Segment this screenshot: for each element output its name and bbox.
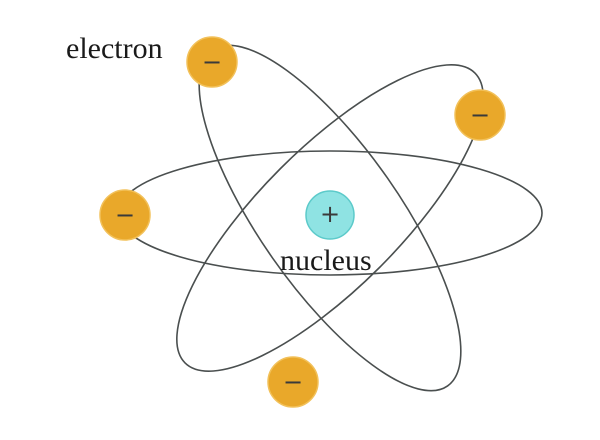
electron-minus-sign: −: [202, 48, 222, 76]
electron-top-left: −: [186, 36, 238, 88]
electron-circle: [454, 89, 506, 141]
nucleus-label: nucleus: [280, 244, 372, 277]
nucleus: +: [305, 190, 355, 240]
electron-minus-sign: −: [283, 368, 303, 396]
orbits: [117, 44, 543, 392]
orbit-rising: [176, 64, 484, 372]
nucleus-circle: [305, 190, 355, 240]
electron-minus-sign: −: [470, 101, 490, 129]
nucleus-plus-sign: +: [320, 200, 340, 228]
electron-top-right: −: [454, 89, 506, 141]
electron-label: electron: [66, 32, 163, 65]
electron-circle: [99, 189, 151, 241]
electron-left: −: [99, 189, 151, 241]
electron-minus-sign: −: [115, 201, 135, 229]
electron-circle: [267, 356, 319, 408]
electron-circle: [186, 36, 238, 88]
electron-bottom: −: [267, 356, 319, 408]
